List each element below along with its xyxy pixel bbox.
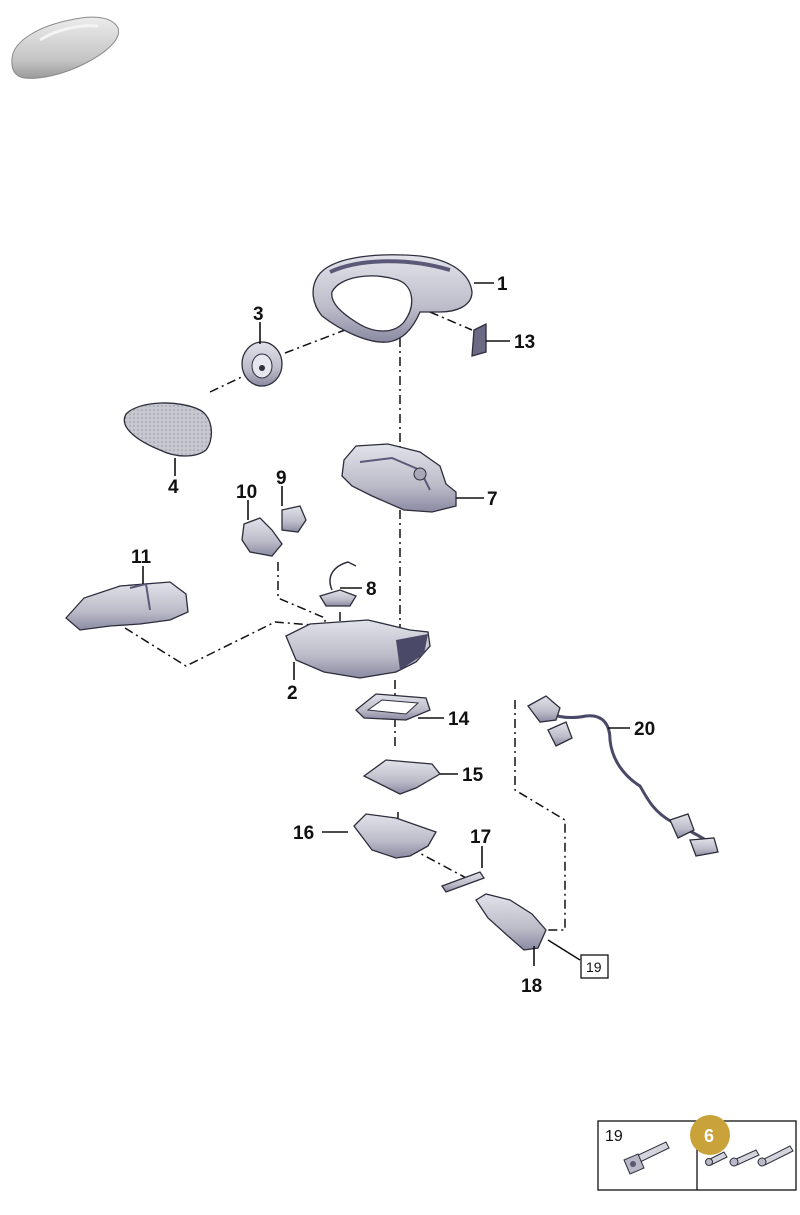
callout-20: 20 <box>634 719 655 740</box>
screw-icon <box>757 1145 794 1167</box>
callout-10: 10 <box>236 482 257 503</box>
callout-9: 9 <box>276 468 287 489</box>
screw-icon <box>623 1141 670 1175</box>
legend-box: 19 6 <box>597 1115 797 1191</box>
part-7-bracket <box>341 443 457 513</box>
screw-icon <box>729 1149 760 1167</box>
part-18-lower-housing <box>475 893 547 951</box>
callout-11: 11 <box>131 547 152 568</box>
part-2-mirror-base <box>285 619 431 679</box>
legend-cell-number: 19 <box>605 1128 623 1145</box>
badge-number: 6 <box>704 1126 714 1146</box>
part-11-inner-bracket <box>65 581 189 631</box>
callout-19-box: 19 <box>580 954 609 979</box>
callout-19: 19 <box>586 959 602 975</box>
part-13-cap <box>471 322 487 357</box>
part-9-clip <box>281 505 307 533</box>
callout-4: 4 <box>168 477 179 498</box>
part-20-wiring-harness <box>527 695 719 857</box>
callout-17: 17 <box>470 827 491 848</box>
callout-8: 8 <box>366 579 377 600</box>
part-4-mirror-glass <box>123 402 212 457</box>
callout-1: 1 <box>497 274 508 295</box>
part-16-trim-cover <box>353 813 437 859</box>
quantity-badge: 6 <box>690 1115 730 1155</box>
callout-13: 13 <box>514 332 535 353</box>
callout-14: 14 <box>448 709 470 730</box>
callout-18: 18 <box>521 976 542 997</box>
part-8-sensor <box>319 561 357 607</box>
callout-15: 15 <box>462 765 484 786</box>
screw-icon <box>705 1151 728 1166</box>
car-silhouette-icon <box>11 16 120 79</box>
part-1-mirror-housing <box>312 254 473 343</box>
part-3-actuator <box>241 341 283 387</box>
callout-7: 7 <box>487 489 498 510</box>
part-10-motor <box>241 517 283 557</box>
leader-lines <box>142 282 630 966</box>
callout-16: 16 <box>293 823 314 844</box>
callout-3: 3 <box>253 304 264 325</box>
callout-2: 2 <box>287 683 298 704</box>
part-15-lower-cover <box>362 759 441 795</box>
callout-labels: 1 13 3 4 7 9 10 8 11 2 14 15 16 17 18 20 <box>131 274 655 997</box>
part-17-light <box>441 871 485 893</box>
part-14-gasket <box>355 693 431 721</box>
